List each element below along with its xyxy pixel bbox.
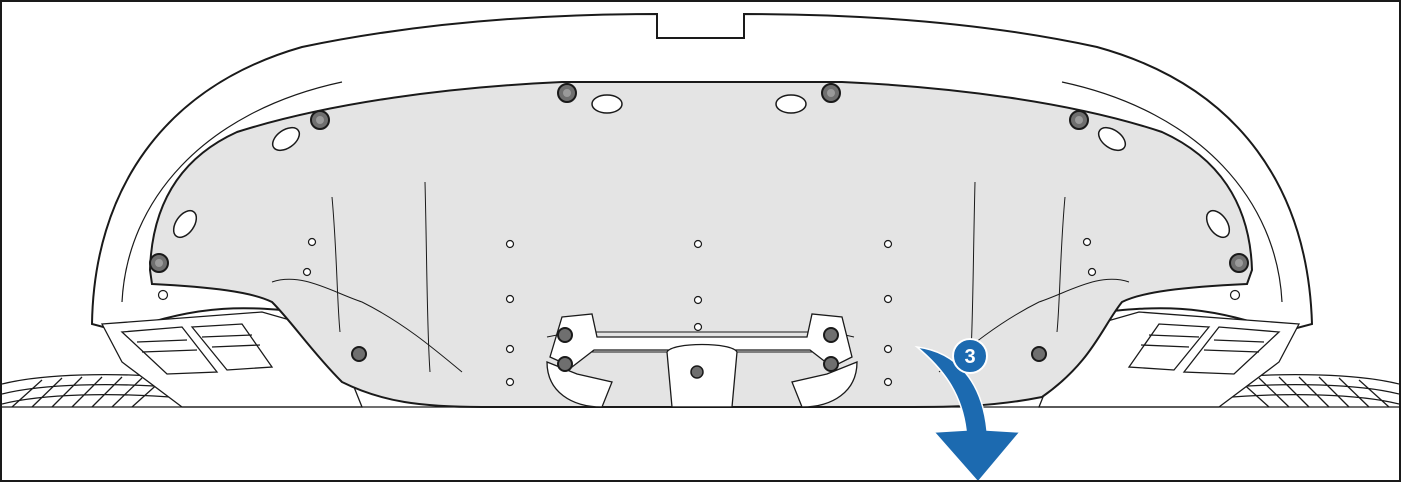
fastener-centers — [155, 89, 1243, 267]
bolt-head-icon — [1031, 346, 1047, 362]
bolt-head-icon — [351, 346, 367, 362]
center-stud — [690, 365, 704, 379]
panel-holes — [157, 237, 1241, 387]
panel-slots — [172, 94, 1231, 239]
bolt-head-icon — [557, 356, 573, 372]
bolt-head-icon — [823, 327, 839, 343]
step-number: 3 — [964, 346, 975, 368]
bolt-head-icon — [823, 356, 839, 372]
bolt-head-icon — [557, 327, 573, 343]
step-callout: 3 — [952, 338, 988, 374]
